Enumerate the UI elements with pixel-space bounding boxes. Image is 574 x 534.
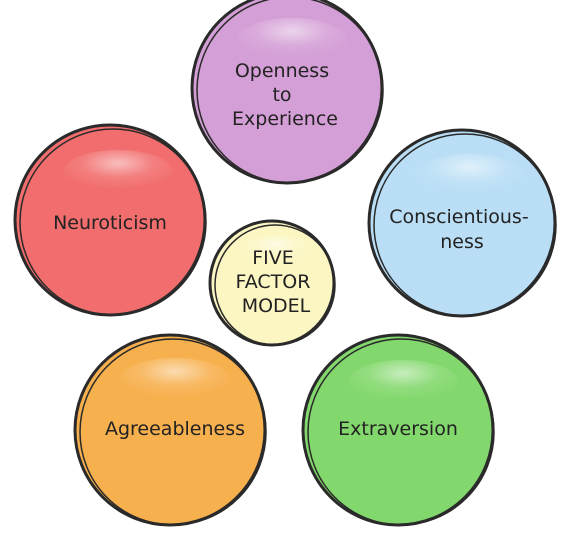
- trait-conscientiousness: Conscientious- ness: [367, 128, 557, 318]
- trait-neuroticism-label: Neuroticism: [53, 212, 167, 234]
- trait-extraversion-highlight: [348, 360, 458, 404]
- trait-agreeableness-label: Agreeableness: [105, 418, 245, 440]
- trait-agreeableness-highlight: [120, 358, 230, 402]
- trait-openness-label: Openness to Experience: [232, 60, 338, 130]
- trait-agreeableness: Agreeableness: [73, 333, 267, 527]
- trait-extraversion-label: Extraversion: [338, 418, 458, 440]
- trait-openness-sketch-ring: [196, 0, 384, 184]
- trait-extraversion-sketch-ring: [307, 338, 495, 526]
- center-node: FIVE FACTOR MODEL: [208, 219, 336, 347]
- center-highlight: [240, 236, 312, 264]
- trait-neuroticism-sketch-ring: [19, 128, 207, 316]
- trait-neuroticism: Neuroticism: [13, 123, 207, 317]
- trait-conscientiousness-label: Conscientious- ness: [389, 206, 535, 253]
- trait-neuroticism-highlight: [63, 150, 173, 194]
- trait-conscientiousness-sketch-ring: [373, 133, 557, 317]
- trait-conscientiousness-highlight: [415, 154, 525, 198]
- center-label: FIVE FACTOR MODEL: [236, 247, 317, 317]
- trait-openness: Openness to Experience: [190, 0, 384, 185]
- center-sketch-ring: [214, 224, 336, 346]
- trait-agreeableness-sketch-ring: [79, 338, 267, 526]
- trait-openness-highlight: [237, 18, 347, 62]
- trait-extraversion: Extraversion: [301, 333, 495, 527]
